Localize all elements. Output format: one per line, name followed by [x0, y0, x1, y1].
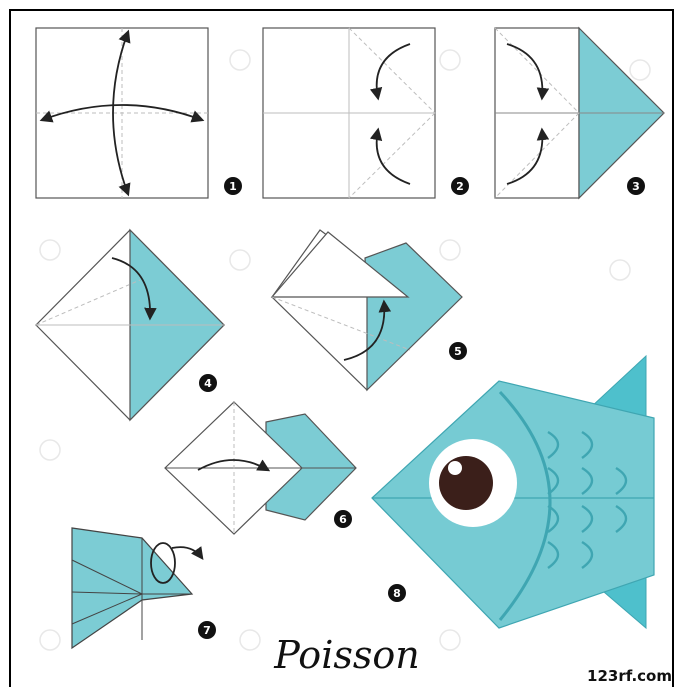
svg-text:6: 6	[339, 513, 347, 526]
svg-text:8: 8	[393, 587, 401, 600]
step-5-diagram	[272, 230, 462, 390]
diagram-title: Poisson	[273, 633, 419, 677]
step-4-badge: 4	[199, 374, 217, 392]
fish-eye-highlight	[448, 461, 462, 475]
step-2-diagram	[263, 28, 435, 198]
step-3-badge: 3	[627, 177, 645, 195]
step-4-diagram	[36, 230, 224, 420]
svg-text:2: 2	[456, 180, 464, 193]
step-1-badge: 1	[224, 177, 242, 195]
svg-text:1: 1	[229, 180, 237, 193]
step-7-diagram	[72, 528, 202, 648]
step-5-badge: 5	[449, 342, 467, 360]
svg-text:4: 4	[204, 377, 212, 390]
step-2-badge: 2	[451, 177, 469, 195]
step-7-badge: 7	[198, 621, 216, 639]
step-3-diagram	[495, 28, 664, 198]
svg-text:7: 7	[203, 624, 211, 637]
fish-pupil	[439, 456, 493, 510]
step-6-diagram	[165, 402, 356, 534]
svg-text:5: 5	[454, 345, 462, 358]
source-credit: 123rf.com	[587, 667, 672, 685]
step-8-fish	[372, 356, 654, 628]
svg-text:3: 3	[632, 180, 640, 193]
step-8-badge: 8	[388, 584, 406, 602]
step-6-badge: 6	[334, 510, 352, 528]
step-1-diagram	[36, 28, 208, 198]
